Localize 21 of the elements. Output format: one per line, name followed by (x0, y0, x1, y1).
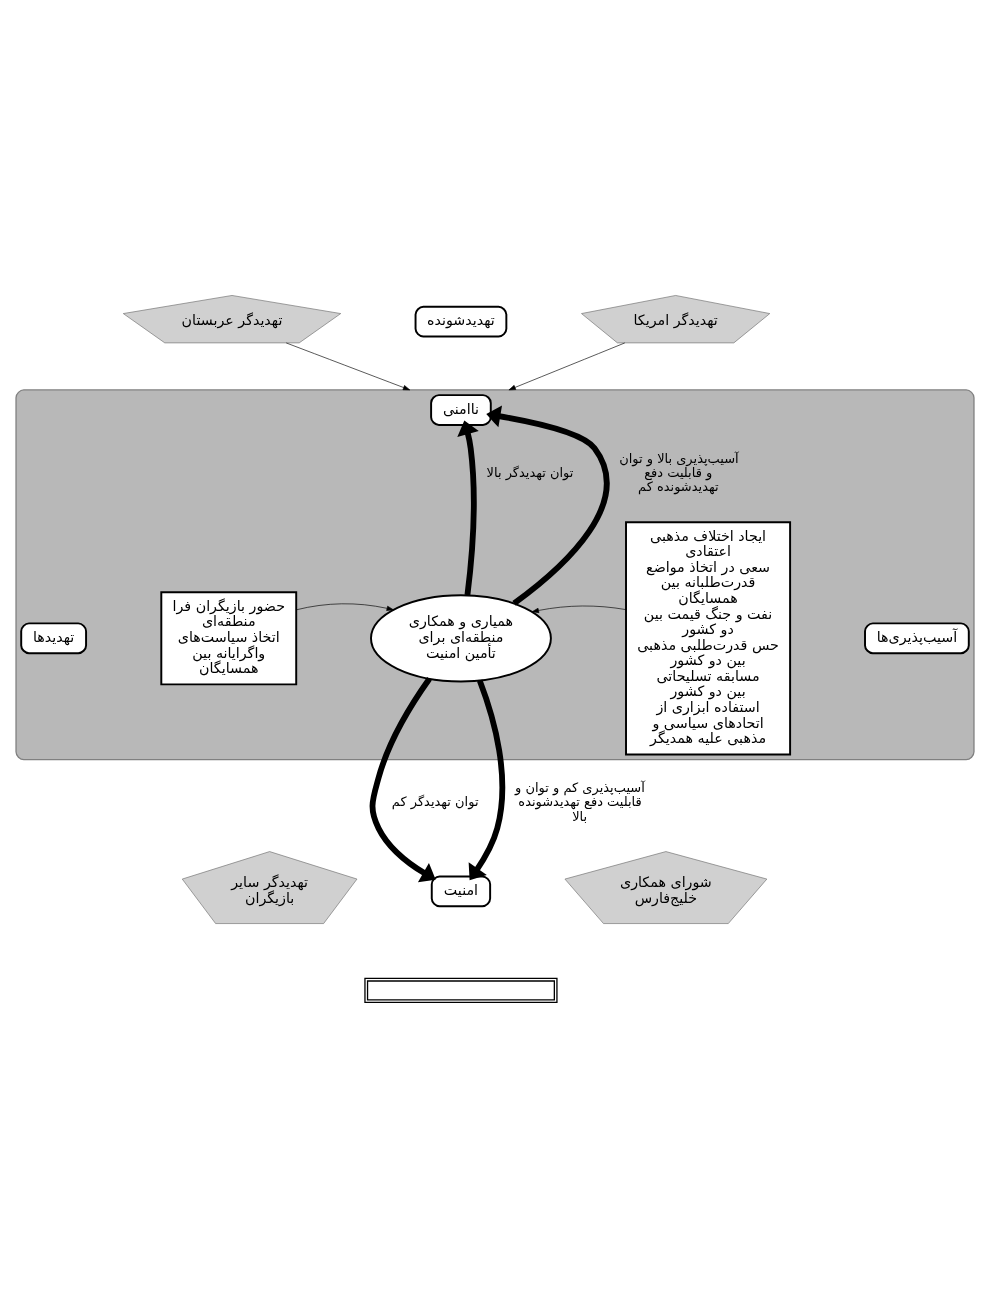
node-box: حضور بازیگران فرا منطقه‌ای اتخاذ سیاست‌های واگرایانه بین همسایگان (160, 591, 298, 686)
arrow (369, 677, 436, 883)
arrow (296, 603, 394, 611)
edge-label: توان تهدیدگر بالا (486, 464, 574, 480)
arrow (285, 342, 411, 391)
edge-label: آسیب‌پذیری بالا و توان و قابلیت دفع تهدیدشونده کم (619, 450, 739, 495)
arrow (457, 420, 479, 596)
node-box: تهدیدشونده (414, 305, 508, 338)
node-box: ناامنی (430, 394, 492, 426)
arrow (508, 342, 626, 391)
arrow (468, 679, 506, 881)
node-box: آسیب‌پذیری‌ها (864, 622, 970, 655)
arrow (531, 605, 627, 613)
node-box: امنیت (430, 875, 492, 908)
arrow (486, 405, 610, 606)
node-box: تهدیدها (20, 622, 88, 655)
edge-label: توان تهدیدگر کم (391, 794, 479, 810)
node-box: ایجاد اختلاف مذهبی اعتقادی سعی در اتخاذ مواضع قدرت‌طلبانه بین همسایگان نفت و جنگ قیمت بین دو کشور حس قدرت‌طلبی مذهبی بین دو کشور مسابقه تسلیحاتی بین دو کشور استفاده ابزاری از اتحادهای سیاسی و مذهبی علیه همدیگر (625, 521, 792, 756)
cluster (15, 389, 975, 761)
edge-label: آسیب‌پذیری کم و توان و قابلیت دفع تهدیدشونده بالا (515, 780, 645, 824)
node-ellipse: همیاری و همکاری منطقه‌ای برای تأمین امنیت (370, 594, 552, 683)
